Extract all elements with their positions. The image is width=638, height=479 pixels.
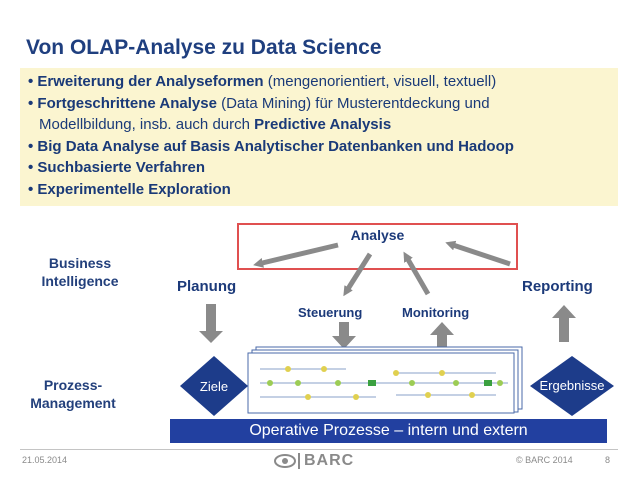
eye-icon (274, 454, 296, 468)
ziele-diamond (180, 356, 248, 416)
footer-divider (20, 449, 618, 450)
bullet-2-continued: Modellbildung, insb. auch durch Predicti… (39, 116, 392, 133)
business-intelligence-label: Business Intelligence (41, 255, 119, 289)
bullet-2: • Fortgeschrittene Analyse (Data Mining)… (28, 94, 490, 112)
ziele-label: Ziele (199, 379, 229, 394)
arrow-ergebnisse-to-reporting (552, 305, 576, 342)
prozess-management-label: Prozess- Management (30, 377, 116, 411)
monitoring-label: Monitoring (402, 305, 470, 320)
bullet-5: • Experimentelle Exploration (28, 180, 231, 198)
arrow-analyse-to-planung (253, 242, 339, 268)
arrow-monitoring-to-analyse (403, 251, 431, 296)
ergebnisse-diamond (530, 356, 614, 416)
barc-wordmark: BARC (304, 452, 355, 469)
analyse-label: Analyse (350, 227, 405, 243)
analyse-box (237, 223, 518, 270)
steuerung-label: Steuerung (298, 305, 363, 320)
arrow-analyse-to-steuerung (343, 252, 373, 297)
arrow-steuerung-down (332, 322, 356, 349)
bullet-4: • Suchbasierte Verfahren (28, 159, 205, 176)
ergebnisse-label: Ergebnisse (539, 378, 605, 393)
barc-logo: BARC (274, 452, 370, 470)
planung-label: Planung (177, 278, 237, 295)
slide-title: Von OLAP-Analyse zu Data Science (26, 36, 382, 59)
page-number: 8 (605, 455, 611, 465)
bullet-box: • Erweiterung der Analyseformen (mengeno… (20, 68, 618, 206)
bullet-1: • Erweiterung der Analyseformen (mengeno… (28, 73, 497, 90)
logo-divider (298, 453, 300, 469)
bullet-3: • Big Data Analyse auf Basis Analytische… (28, 137, 514, 155)
arrow-planung-to-ziele (199, 304, 223, 343)
arrow-monitoring-up (430, 322, 454, 349)
footer-date: 21.05.2014 (22, 455, 68, 465)
footer-copyright: © BARC 2014 (516, 455, 573, 465)
arrow-reporting-to-analyse (445, 240, 511, 267)
reporting-label: Reporting (522, 278, 593, 295)
operative-prozesse-bar: Operative Prozesse – intern und extern (170, 419, 607, 443)
process-map-illustration (247, 346, 523, 414)
